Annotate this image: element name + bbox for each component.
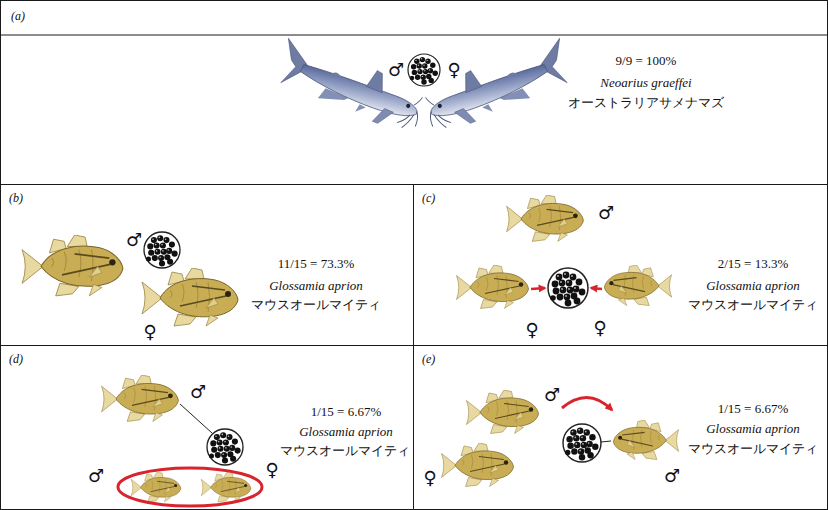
- egg-cluster: [144, 232, 180, 268]
- sex-symbol: ♀: [593, 319, 606, 337]
- sex-symbol: ♀: [423, 469, 436, 487]
- red-arrow: [531, 288, 545, 289]
- species-name: Glossamia aprion: [706, 278, 800, 294]
- species-name: Glossamia aprion: [269, 278, 363, 294]
- red-curved-arrow: [562, 397, 612, 410]
- panel-letter: (e): [422, 352, 435, 366]
- sex-symbol: ♂: [126, 231, 142, 249]
- common-name: マウスオールマイティ: [280, 443, 410, 459]
- cardinalfish-figure: [201, 472, 251, 502]
- cardinalfish-figure: [467, 390, 539, 434]
- sex-symbol: ♂: [598, 204, 614, 222]
- panel-box: (a) 9/9 = 100% Neoarius graeffei オーストラリアサメナ…: [0, 0, 828, 185]
- sex-symbol: ♂: [544, 386, 560, 404]
- sex-symbol: ♂: [388, 61, 404, 79]
- ratio-text: 1/15 = 6.67%: [311, 404, 382, 420]
- cardinalfish-figure: [604, 265, 671, 306]
- common-name: マウスオールマイティ: [688, 441, 818, 457]
- panel-letter: (b): [9, 191, 23, 205]
- panel-letter: (a): [11, 9, 25, 23]
- leader-line: [601, 441, 611, 442]
- cardinalfish-figure: [457, 265, 529, 309]
- ratio-text: 1/15 = 6.67%: [718, 401, 789, 417]
- cardinalfish-figure: [442, 443, 514, 487]
- panel-letter: (d): [9, 352, 23, 366]
- sex-symbol: ♀: [143, 323, 156, 341]
- panel-letter: (c): [422, 191, 435, 205]
- species-name: Neoarius graeffei: [600, 75, 691, 91]
- catfish-figure: [419, 38, 573, 131]
- panel-box: (d) 1/15 = 6.67% Glossamia aprion マウスオールマイテ…: [0, 345, 414, 510]
- common-name: オーストラリアサメナマズ: [568, 95, 724, 111]
- ratio-text: 11/15 = 73.3%: [278, 256, 355, 272]
- panel-box: (b) 11/15 = 73.3% Glossamia aprion マウスオールマイ…: [0, 184, 414, 346]
- cardinalfish-figure: [142, 268, 238, 326]
- leader-line: [180, 404, 212, 433]
- egg-cluster: [548, 268, 588, 308]
- cardinalfish-figure: [131, 472, 181, 502]
- common-name: マウスオールマイティ: [688, 297, 818, 313]
- sex-symbol: ♂: [664, 467, 680, 485]
- catfish-figure: [275, 38, 429, 131]
- common-name: マウスオールマイティ: [251, 297, 381, 313]
- red-arrow: [591, 288, 602, 289]
- cardinalfish-figure: [22, 235, 123, 296]
- egg-cluster: [207, 429, 243, 465]
- panel-box: (c) 2/15 = 13.3% Glossamia aprion マウスオールマイテ…: [413, 184, 828, 346]
- ratio-text: 9/9 = 100%: [616, 53, 677, 69]
- ratio-text: 2/15 = 13.3%: [718, 256, 789, 272]
- egg-cluster: [408, 54, 440, 86]
- species-name: Glossamia aprion: [706, 421, 800, 437]
- egg-cluster: [563, 424, 601, 462]
- sex-symbol: ♀: [447, 61, 460, 79]
- red-ellipse: [118, 468, 262, 506]
- cardinalfish-figure: [102, 375, 179, 421]
- cardinalfish-figure: [613, 420, 678, 459]
- sex-symbol: ♀: [525, 321, 538, 339]
- cardinalfish-figure: [507, 195, 584, 241]
- sex-symbol: ♂: [88, 467, 104, 485]
- species-name: Glossamia aprion: [299, 424, 393, 440]
- sex-symbol: ♂: [190, 383, 206, 401]
- panel-divider: [0, 35, 828, 36]
- sex-symbol: ♀: [265, 461, 278, 479]
- panel-box: (e) 1/15 = 6.67% Glossamia aprion マウスオールマイテ…: [413, 345, 828, 510]
